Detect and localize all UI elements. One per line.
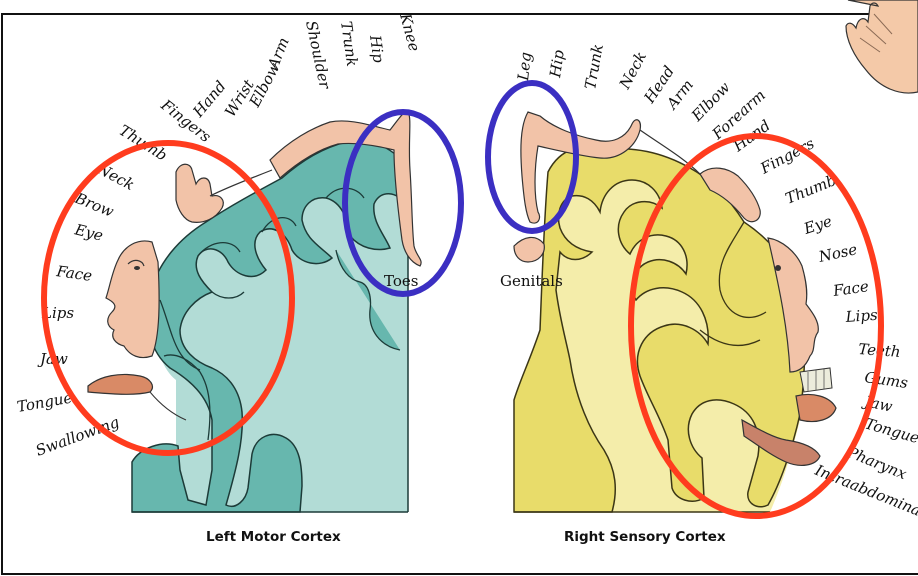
sensory-label-leg: Leg [514, 51, 535, 82]
motor-label-trunk: Trunk [337, 20, 361, 68]
sensory-label-neck: Neck [615, 49, 650, 93]
sensory-label-nose: Nose [816, 240, 859, 266]
motor-label-shoulder: Shoulder [302, 19, 334, 91]
sensory-label-trunk: Trunk [581, 43, 607, 91]
sensory-label-genitals: Genitals [500, 272, 563, 290]
sensory-caption: Right Sensory Cortex [564, 529, 726, 545]
sensory-label-hip: Hip [546, 48, 568, 79]
sensory-label-lips: Lips [844, 306, 879, 326]
motor-label-face: Face [54, 262, 93, 285]
motor-cortex [132, 141, 408, 512]
sensory-label-gums: Gums [863, 368, 909, 392]
motor-label-toes: Toes [384, 272, 418, 290]
motor-label-knee: Knee [396, 10, 424, 53]
sensory-label-face: Face [831, 277, 870, 300]
motor-label-neck: Neck [93, 159, 137, 194]
motor-label-tongue: Tongue [16, 389, 74, 416]
motor-label-eye: Eye [72, 220, 105, 245]
motor-label-hand: Hand [189, 77, 230, 121]
motor-caption: Left Motor Cortex [206, 529, 341, 545]
motor-label-hip: Hip [366, 33, 388, 64]
sensory-label-eye: Eye [801, 212, 835, 238]
sensory-label-tongue: Tongue [863, 415, 918, 448]
